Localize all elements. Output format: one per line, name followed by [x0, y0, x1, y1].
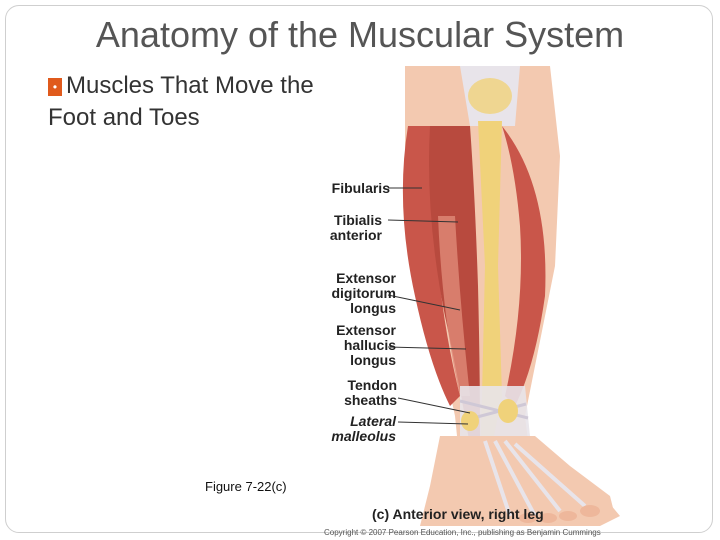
label-extensor-digitorum-longus: Extensor digitorum longus	[331, 270, 396, 316]
ehl-leader	[387, 346, 467, 350]
label-fibularis: Fibularis	[331, 180, 390, 196]
bullet-icon: •	[48, 78, 62, 96]
bullet-text-line2: Foot and Toes	[48, 104, 200, 131]
fibularis-muscle	[402, 126, 460, 406]
leg-muscle-illustration	[387, 66, 620, 526]
tibia-bone	[478, 121, 502, 456]
leader-lines	[387, 187, 471, 425]
edl-muscle	[438, 216, 470, 396]
lateral-malleolus	[461, 411, 479, 431]
slide-frame	[5, 5, 713, 533]
tendon-leader	[397, 397, 471, 414]
figure-caption: Figure 7-22(c)	[205, 479, 287, 494]
tibialis-leader	[387, 219, 459, 223]
knee-bone	[468, 78, 512, 114]
label-tibialis-anterior: Tibialis anterior	[329, 212, 382, 243]
label-extensor-hallucis-longus: Extensor hallucis longus	[336, 322, 396, 368]
label-lateral-malleolus: Lateral malleolus	[331, 413, 396, 444]
view-label: (c) Anterior view, right leg	[372, 506, 544, 522]
copyright-text: Copyright © 2007 Pearson Education, Inc.…	[324, 528, 601, 537]
edl-leader	[387, 294, 461, 311]
foot	[430, 436, 615, 521]
malleolus-leader	[397, 421, 469, 425]
slide-title: Anatomy of the Muscular System	[95, 14, 625, 55]
bullet-text-line1: Muscles That Move the	[66, 72, 314, 99]
medial-muscle	[502, 126, 546, 406]
bullet-point: •Muscles That Move the Foot and Toes	[48, 70, 348, 134]
label-tendon-sheaths: Tendon sheaths	[344, 377, 397, 408]
